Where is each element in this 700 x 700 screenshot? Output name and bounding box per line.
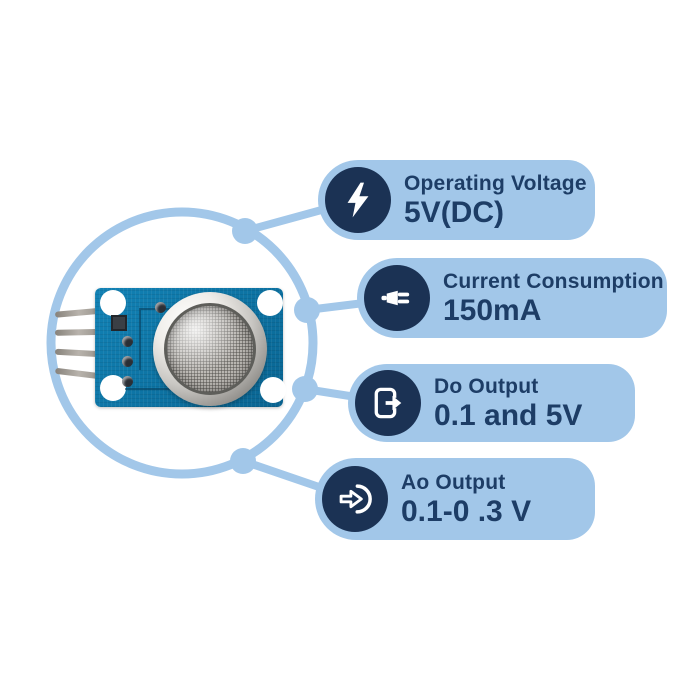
- callout-text: Do Output 0.1 and 5V: [434, 375, 582, 432]
- callout-value: 0.1 and 5V: [434, 398, 583, 432]
- mounting-hole: [260, 377, 286, 403]
- header-pin: [54, 329, 99, 336]
- callout-value: 150mA: [443, 293, 542, 327]
- callout-do-output: Do Output 0.1 and 5V: [348, 364, 635, 442]
- sensor-canister: [153, 292, 267, 406]
- export-arrow-icon: [355, 370, 421, 436]
- solder-joint: [122, 356, 133, 367]
- plug-icon: [364, 265, 430, 331]
- callout-value: 0.1-0 .3 V: [401, 494, 532, 528]
- callout-title: Ao Output: [401, 470, 506, 494]
- sensor-pcb: [95, 288, 286, 407]
- junction-node-2: [294, 297, 320, 323]
- mounting-hole: [100, 375, 126, 401]
- callout-text: Ao Output 0.1-0 .3 V: [401, 471, 531, 528]
- junction-node-4: [230, 448, 256, 474]
- callout-current-consumption: Current Consumption 150mA: [357, 258, 667, 338]
- lightning-icon: [325, 167, 391, 233]
- callout-text: Operating Voltage 5V(DC): [404, 172, 587, 229]
- callout-ao-output: Ao Output 0.1-0 .3 V: [315, 458, 595, 540]
- junction-node-3: [292, 376, 318, 402]
- solder-joint: [122, 336, 133, 347]
- solder-joint: [122, 376, 133, 387]
- mounting-hole: [257, 290, 283, 316]
- pcb-trace: [139, 310, 141, 370]
- gas-sensor-module: [54, 288, 286, 407]
- callout-title: Current Consumption: [443, 269, 664, 293]
- callout-title: Operating Voltage: [404, 171, 587, 195]
- callout-value: 5V(DC): [404, 195, 505, 229]
- callout-text: Current Consumption 150mA: [443, 270, 664, 327]
- smd-component: [111, 315, 127, 331]
- mounting-hole: [100, 290, 126, 316]
- sensor-mesh: [164, 303, 256, 395]
- junction-node-1: [232, 218, 258, 244]
- highlight-circle: [46, 207, 318, 479]
- callout-title: Do Output: [434, 374, 539, 398]
- enter-arrow-icon: [322, 466, 388, 532]
- solder-joint: [155, 302, 166, 313]
- callout-operating-voltage: Operating Voltage 5V(DC): [318, 160, 595, 240]
